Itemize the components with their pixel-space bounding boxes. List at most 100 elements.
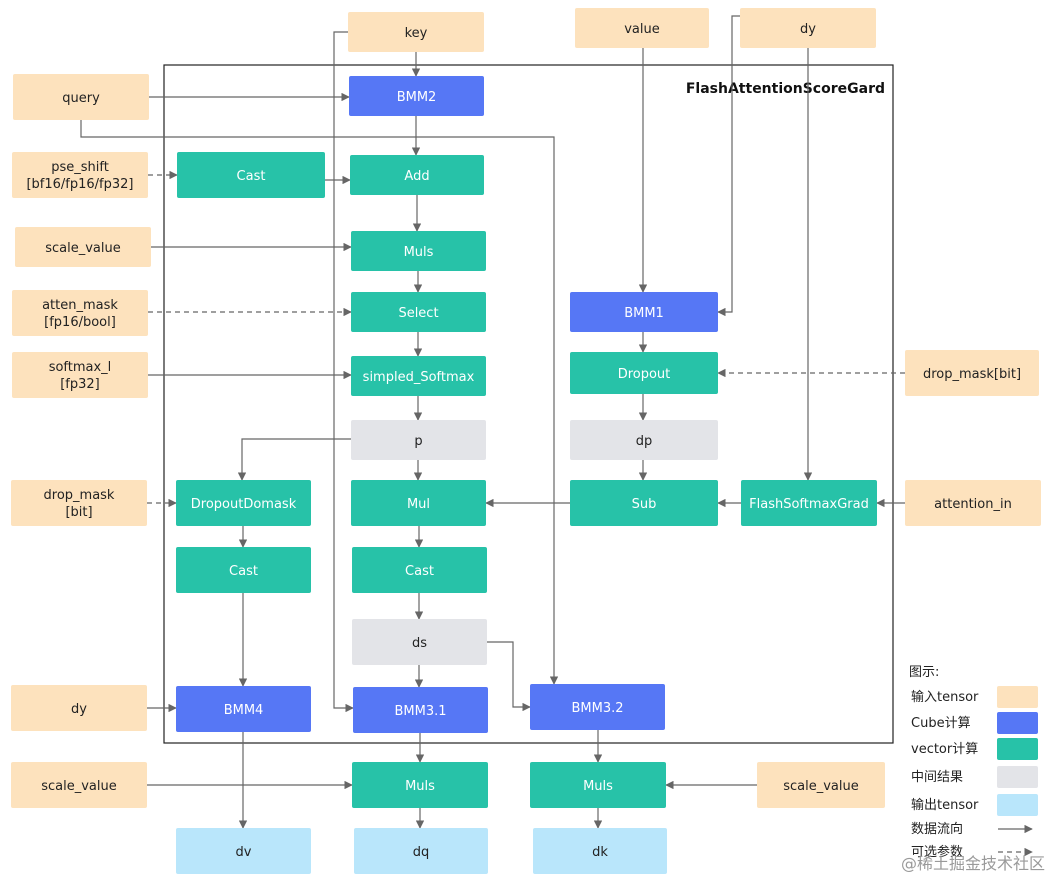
node-drop-mask: drop_mask [bit] bbox=[11, 480, 147, 526]
node-sublabel: [bit] bbox=[65, 505, 92, 520]
node-label: Sub bbox=[632, 497, 657, 512]
node-box bbox=[11, 685, 147, 731]
node-cast1: Cast bbox=[177, 152, 325, 198]
node-bmm2: BMM2 bbox=[349, 76, 484, 116]
legend-label: 数据流向 bbox=[911, 821, 963, 837]
node-box bbox=[740, 8, 876, 48]
edges-layer bbox=[80, 15, 905, 829]
node-label: Dropout bbox=[618, 367, 671, 382]
node-label: softmax_l bbox=[49, 360, 112, 375]
node-label: scale_value bbox=[41, 779, 117, 794]
node-label: scale_value bbox=[783, 779, 859, 794]
node-box bbox=[11, 762, 147, 808]
node-label: value bbox=[624, 22, 660, 37]
node-dy-top: dy bbox=[740, 8, 876, 48]
node-box bbox=[12, 152, 148, 198]
node-label: BMM4 bbox=[224, 703, 264, 718]
node-cast2: Cast bbox=[176, 547, 311, 593]
node-label: dk bbox=[592, 845, 608, 860]
node-bmm4: BMM4 bbox=[176, 686, 311, 732]
legend-label: vector计算 bbox=[911, 742, 978, 757]
operator-border bbox=[163, 64, 894, 744]
node-sublabel: [bf16/fp16/fp32] bbox=[26, 177, 133, 192]
node-label: Cast bbox=[405, 564, 434, 579]
node-select: Select bbox=[351, 292, 486, 332]
node-label: p bbox=[414, 434, 422, 449]
node-box bbox=[570, 292, 718, 332]
node-label: drop_mask bbox=[44, 488, 115, 503]
node-box bbox=[905, 350, 1039, 396]
node-label: FlashSoftmaxGrad bbox=[749, 497, 869, 512]
node-box bbox=[570, 480, 718, 526]
node-sub: Sub bbox=[570, 480, 718, 526]
node-muls1: Muls bbox=[351, 231, 486, 271]
legend-label: 输入tensor bbox=[911, 689, 979, 705]
node-label: Mul bbox=[407, 497, 430, 512]
legend-swatch bbox=[997, 712, 1038, 734]
legend-item-intermediate: 中间结果 bbox=[911, 766, 1038, 788]
legend-label: 输出tensor bbox=[911, 797, 979, 813]
edge-dy-top-to-bmm1 bbox=[717, 15, 740, 317]
node-box bbox=[352, 762, 488, 808]
node-add: Add bbox=[350, 155, 484, 195]
node-box bbox=[350, 155, 484, 195]
edge-p-to-dropout-domask bbox=[237, 438, 351, 481]
node-dropout-domask: DropoutDomask bbox=[176, 480, 311, 526]
node-box bbox=[351, 480, 486, 526]
legend-swatch bbox=[997, 766, 1038, 788]
legend-label: 可选参数 bbox=[911, 844, 963, 860]
node-box bbox=[530, 762, 666, 808]
node-box bbox=[12, 290, 148, 336]
node-box bbox=[176, 686, 311, 732]
node-box bbox=[176, 828, 311, 874]
node-box bbox=[351, 420, 486, 460]
node-softmax-l: softmax_l[fp32] bbox=[12, 352, 148, 398]
node-label: query bbox=[62, 91, 100, 106]
node-label: DropoutDomask bbox=[191, 497, 297, 512]
legend-item-input: 输入tensor bbox=[911, 686, 1038, 708]
node-box bbox=[352, 547, 487, 593]
node-dp: dp bbox=[570, 420, 718, 460]
node-label: dp bbox=[636, 434, 653, 449]
legend-label: Cube计算 bbox=[911, 716, 971, 731]
node-ds: ds bbox=[352, 619, 487, 665]
node-mul: Mul bbox=[351, 480, 486, 526]
node-label: BMM3.1 bbox=[394, 704, 446, 719]
node-box bbox=[570, 352, 718, 394]
node-box bbox=[905, 480, 1041, 526]
node-box bbox=[176, 547, 311, 593]
node-box bbox=[12, 352, 148, 398]
node-label: dy bbox=[800, 22, 816, 37]
node-simpled-softmax: simpled_Softmax bbox=[351, 356, 486, 396]
node-atten-mask: atten_mask[fp16/bool] bbox=[12, 290, 148, 336]
node-label: drop_mask[bit] bbox=[923, 367, 1021, 382]
node-label: BMM1 bbox=[624, 306, 664, 321]
node-label: dq bbox=[413, 845, 430, 860]
node-dv: dv bbox=[176, 828, 311, 874]
node-sublabel: [fp16/bool] bbox=[44, 315, 116, 330]
edge-key-to-bmm3-1 bbox=[333, 31, 354, 713]
node-box bbox=[351, 292, 486, 332]
node-scale-value1: scale_value bbox=[15, 227, 151, 267]
node-box bbox=[530, 684, 665, 730]
node-label: attention_in bbox=[934, 497, 1012, 512]
node-box bbox=[533, 828, 667, 874]
node-label: scale_value bbox=[45, 241, 121, 256]
legend-item-cube: Cube计算 bbox=[911, 712, 1038, 734]
edge-ds-to-bmm3-2 bbox=[487, 641, 531, 712]
node-scale-value2: scale_value bbox=[11, 762, 147, 808]
node-attention-in: attention_in bbox=[905, 480, 1041, 526]
node-p: p bbox=[351, 420, 486, 460]
legend-item-dashed-arrow: 可选参数 bbox=[911, 844, 1033, 860]
node-dropout: Dropout bbox=[570, 352, 718, 394]
legend-label: 中间结果 bbox=[911, 770, 963, 785]
node-drop-mask-bit: drop_mask[bit] bbox=[905, 350, 1039, 396]
node-label: ds bbox=[412, 636, 427, 651]
diagram-title: FlashAttentionScoreGard bbox=[686, 81, 885, 97]
node-label: Muls bbox=[405, 779, 435, 794]
node-label: dv bbox=[236, 845, 252, 860]
node-label: Cast bbox=[229, 564, 258, 579]
legend-item-vector: vector计算 bbox=[911, 738, 1038, 760]
